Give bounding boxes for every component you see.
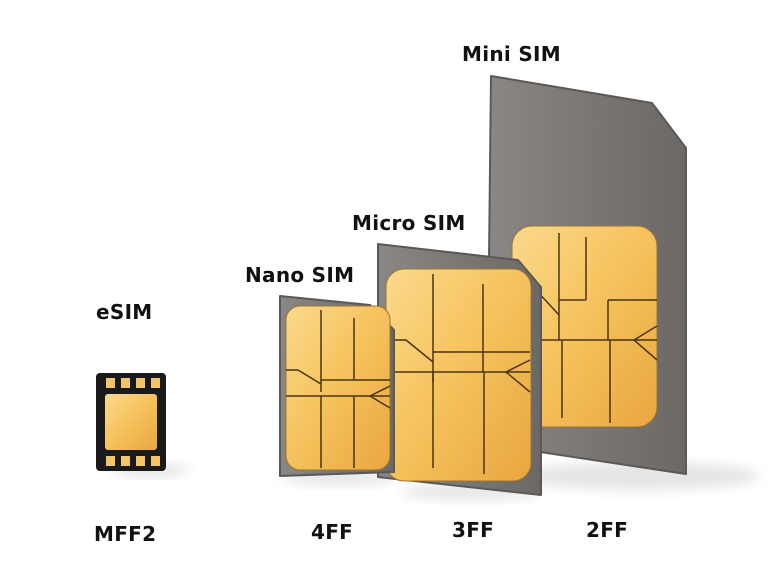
micro-sim-card	[377, 243, 542, 496]
nano-sim-chip	[285, 305, 391, 471]
4ff-label: 4FF	[311, 520, 354, 544]
esim-chip	[96, 373, 166, 471]
micro-sim-chip	[385, 268, 532, 482]
mini-sim-label: Mini SIM	[462, 42, 561, 66]
nano-sim-label: Nano SIM	[245, 263, 355, 287]
esim-pins	[106, 378, 160, 466]
esim-die-pad	[105, 394, 157, 450]
micro-sim-label: Micro SIM	[352, 211, 466, 235]
2ff-label: 2FF	[586, 518, 629, 542]
mff2-label: MFF2	[94, 522, 157, 546]
mini-sim-shadow	[520, 462, 760, 490]
3ff-label: 3FF	[452, 518, 495, 542]
esim-label: eSIM	[96, 300, 153, 324]
nano-sim-card	[279, 295, 395, 477]
